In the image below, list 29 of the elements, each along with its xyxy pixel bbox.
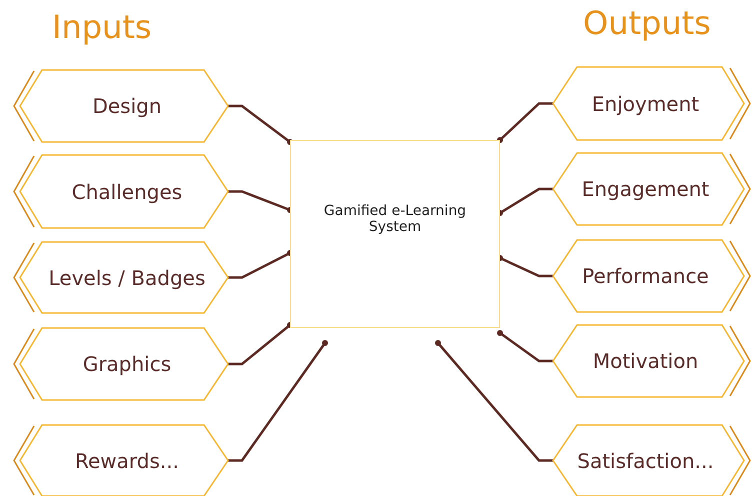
input-hexagon xyxy=(12,425,228,496)
output-hexagon xyxy=(553,153,752,225)
node-label: Motivation xyxy=(592,349,698,373)
node-label: Design xyxy=(92,94,162,118)
node-label: Graphics xyxy=(82,352,172,376)
input-hexagon xyxy=(12,328,228,400)
system-label: Gamified e-Learning System xyxy=(322,203,468,235)
node-label: Levels / Badges xyxy=(48,266,206,290)
system-box xyxy=(290,140,500,328)
connector-line xyxy=(228,340,328,462)
output-hexagon xyxy=(553,240,752,312)
output-hexagon xyxy=(553,425,752,496)
column-heading: Inputs xyxy=(52,8,152,46)
output-hexagon xyxy=(553,67,752,140)
node-label: Engagement xyxy=(582,177,710,201)
node-label: Challenges xyxy=(72,180,182,204)
node-label: Performance xyxy=(582,264,709,288)
connector-line xyxy=(497,330,553,362)
node-label: Enjoyment xyxy=(592,92,700,116)
connector-line xyxy=(435,340,553,462)
node-label: Satisfaction... xyxy=(577,448,714,472)
output-hexagon xyxy=(553,325,752,397)
connector-line xyxy=(497,102,553,143)
connector-line xyxy=(228,104,293,145)
input-hexagon xyxy=(12,70,228,142)
node-label: Rewards... xyxy=(75,448,179,472)
column-heading: Outputs xyxy=(583,4,711,42)
input-hexagon xyxy=(12,242,228,313)
input-hexagon xyxy=(12,155,228,228)
